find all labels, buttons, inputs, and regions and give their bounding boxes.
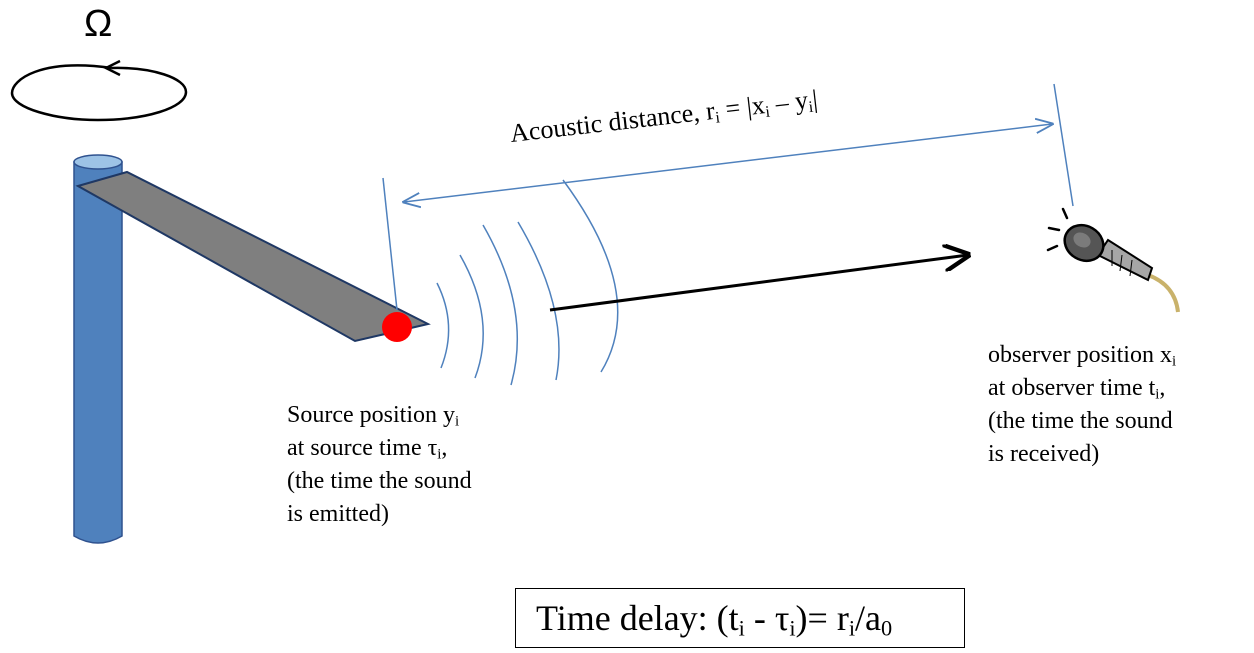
rotation-indicator (10, 59, 188, 122)
source-extension-line (382, 177, 398, 311)
sound-wavefronts (436, 179, 619, 386)
microphone-icon (1046, 207, 1180, 313)
pole-top (73, 154, 123, 170)
propagation-arrow (549, 255, 968, 312)
rotor-blade (75, 170, 431, 343)
acoustic-distance-arrow (404, 124, 1052, 202)
time-delay-formula: Time delay: (ti - τi)= ri/a0 (515, 588, 965, 648)
observer-extension-line (1053, 83, 1074, 207)
rotation-arrowhead (103, 59, 121, 77)
pole (73, 154, 123, 544)
rotation-symbol: Ω (84, 3, 113, 45)
source-point (382, 312, 412, 342)
